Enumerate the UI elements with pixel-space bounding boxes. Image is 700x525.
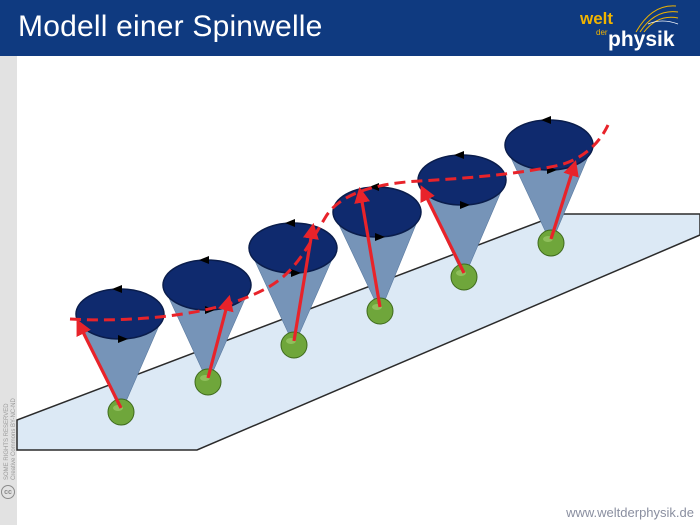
- logo-word-der: der: [596, 28, 608, 37]
- rotation-arrow-icon: [112, 285, 122, 293]
- rotation-arrow-icon: [460, 201, 470, 209]
- spin-vector-arrow: [420, 185, 466, 274]
- rotation-arrow-icon: [199, 256, 209, 264]
- page-title: Modell einer Spinwelle: [18, 10, 323, 43]
- rotation-arrow-icon: [541, 116, 551, 124]
- rotation-arrow-icon: [375, 233, 385, 241]
- logo-word-welt: welt: [580, 9, 614, 28]
- precession-disc: [332, 186, 422, 238]
- spin-vector-arrow: [549, 159, 579, 240]
- logo-word-physik: physik: [608, 28, 675, 51]
- footer-url-link[interactable]: www.weltderphysik.de: [566, 505, 694, 520]
- spin-vector-arrow: [354, 186, 382, 308]
- precession-disc: [504, 119, 594, 171]
- rotation-arrow-icon: [285, 219, 295, 227]
- precession-disc: [248, 222, 338, 274]
- spin-vector-arrow: [206, 294, 234, 379]
- header-bar: Modell einer Spinwelle welt der physik: [0, 0, 700, 56]
- precession-disc: [75, 288, 165, 340]
- rotation-arrow-icon: [118, 335, 128, 343]
- rotation-arrow-icon: [291, 269, 301, 277]
- logo-arcs-icon: [635, 5, 679, 33]
- welt-der-physik-logo[interactable]: welt der physik: [580, 4, 690, 54]
- license-sidebar: [0, 56, 17, 525]
- atom-sphere: [107, 398, 135, 426]
- spin-vector-arrow: [76, 319, 123, 409]
- atom-sphere: [537, 229, 565, 257]
- rotation-arrow-icon: [369, 183, 379, 191]
- precession-disc: [162, 259, 252, 311]
- atom-sphere: [450, 263, 478, 291]
- creative-commons-icon[interactable]: cc: [1, 485, 15, 499]
- rotation-arrow-icon: [454, 151, 464, 159]
- atom-sphere: [194, 368, 222, 396]
- spin-wave-curve: [69, 124, 610, 322]
- spin-group: [75, 116, 594, 426]
